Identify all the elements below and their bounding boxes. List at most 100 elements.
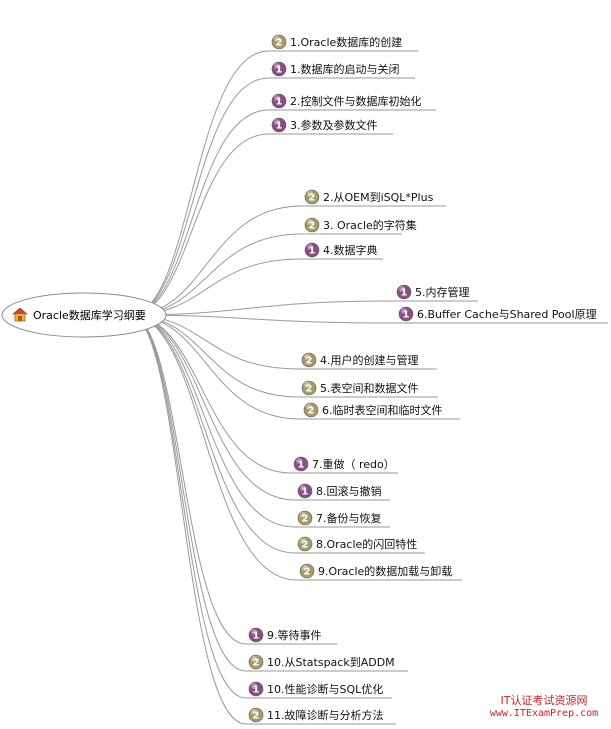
topic-label: 1.数据库的启动与关闭: [290, 62, 400, 76]
priority-number: 2: [302, 540, 309, 551]
priority-1-icon: 1: [271, 93, 287, 109]
topic-label: 11.故障诊断与分析方法: [267, 708, 384, 722]
topic-node[interactable]: 2 2.从OEM到iSQL*Plus: [304, 189, 434, 205]
priority-number: 2: [306, 384, 313, 395]
topic-node[interactable]: 1 3.参数及参数文件: [271, 117, 378, 133]
topic-node[interactable]: 2 4.用户的创建与管理: [301, 352, 419, 368]
priority-number: 2: [304, 567, 311, 578]
branch-line: [129, 314, 392, 699]
priority-1-icon: 1: [396, 284, 412, 300]
topic-label: 4.用户的创建与管理: [320, 353, 419, 367]
priority-number: 1: [298, 460, 305, 471]
watermark: IT认证考试资源网 www.ITExamPrep.com: [480, 694, 608, 720]
watermark-url: www.ITExamPrep.com: [489, 708, 599, 719]
priority-number: 1: [401, 288, 408, 299]
priority-number: 2: [309, 193, 316, 204]
topic-node[interactable]: 2 1.Oracle数据库的创建: [271, 34, 402, 50]
priority-1-icon: 1: [271, 117, 287, 133]
priority-number: 2: [276, 38, 283, 49]
topic-label: 9.等待事件: [267, 628, 322, 642]
priority-1-icon: 1: [248, 627, 264, 643]
topic-label: 10.性能诊断与SQL优化: [267, 682, 383, 696]
priority-number: 1: [253, 685, 260, 696]
topic-label: 5.内存管理: [415, 285, 470, 299]
priority-number: 1: [253, 631, 260, 642]
branch-line: [129, 314, 608, 324]
topic-node[interactable]: 2 5.表空间和数据文件: [301, 380, 419, 396]
topic-node[interactable]: 1 7.重做（ redo）: [293, 456, 395, 472]
root-node[interactable]: Oracle数据库学习纲要: [1, 292, 167, 338]
topic-label: 5.表空间和数据文件: [320, 381, 419, 395]
priority-2-icon: 2: [248, 707, 264, 723]
priority-2-icon: 2: [301, 352, 317, 368]
priority-number: 2: [302, 514, 309, 525]
priority-2-icon: 2: [303, 402, 319, 418]
priority-2-icon: 2: [297, 510, 313, 526]
branch-line: [129, 314, 408, 672]
topic-label: 10.从Statspack到ADDM: [267, 656, 395, 669]
topic-label: 2.从OEM到iSQL*Plus: [323, 191, 434, 204]
priority-number: 1: [276, 97, 283, 108]
topic-node[interactable]: 2 9.Oracle的数据加载与卸载: [299, 563, 452, 579]
priority-1-icon: 1: [271, 61, 287, 77]
topic-node[interactable]: 2 6.临时表空间和临时文件: [303, 402, 443, 418]
branch-line: [129, 314, 337, 645]
priority-1-icon: 1: [304, 242, 320, 258]
priority-number: 2: [253, 658, 260, 669]
priority-number: 2: [253, 711, 260, 722]
topic-label: 3.参数及参数文件: [290, 118, 378, 132]
priority-2-icon: 2: [304, 189, 320, 205]
topic-label: 3. Oracle的字符集: [323, 218, 417, 232]
priority-number: 1: [309, 246, 316, 257]
priority-2-icon: 2: [248, 654, 264, 670]
topic-node[interactable]: 1 10.性能诊断与SQL优化: [248, 681, 383, 697]
priority-2-icon: 2: [297, 536, 313, 552]
branch-line: [129, 50, 418, 316]
topic-node[interactable]: 1 1.数据库的启动与关闭: [271, 61, 400, 77]
priority-1-icon: 1: [398, 306, 414, 322]
topic-nodes: 2 1.Oracle数据库的创建 1 1.数据库的启动与关闭 1 2.控制文件与数据库初始…: [248, 34, 597, 723]
topic-node[interactable]: 1 5.内存管理: [396, 284, 470, 300]
branch-line: [129, 77, 415, 316]
priority-number: 2: [309, 221, 316, 232]
topic-label: 9.Oracle的数据加载与卸载: [318, 564, 452, 578]
topic-label: 4.数据字典: [323, 243, 378, 257]
topic-label: 7.重做（ redo）: [312, 457, 395, 471]
topic-label: 7.备份与恢复: [316, 511, 382, 525]
priority-2-icon: 2: [271, 34, 287, 50]
priority-2-icon: 2: [299, 563, 315, 579]
topic-node[interactable]: 1 8.回滚与撤销: [297, 483, 382, 499]
branch-line: [129, 109, 436, 316]
topic-node[interactable]: 1 4.数据字典: [304, 242, 378, 258]
topic-node[interactable]: 2 10.从Statspack到ADDM: [248, 654, 395, 670]
topic-label: 2.控制文件与数据库初始化: [290, 94, 422, 108]
topic-node[interactable]: 2 7.备份与恢复: [297, 510, 382, 526]
priority-number: 1: [302, 487, 309, 498]
root-label: Oracle数据库学习纲要: [33, 308, 146, 322]
priority-number: 1: [276, 65, 283, 76]
priority-2-icon: 2: [304, 217, 320, 233]
topic-node[interactable]: 2 3. Oracle的字符集: [304, 217, 417, 233]
topic-node[interactable]: 1 2.控制文件与数据库初始化: [271, 93, 422, 109]
priority-1-icon: 1: [293, 456, 309, 472]
topic-node[interactable]: 2 11.故障诊断与分析方法: [248, 707, 384, 723]
priority-1-icon: 1: [297, 483, 313, 499]
topic-label: 8.回滚与撤销: [316, 484, 382, 498]
branch-line: [129, 314, 462, 581]
priority-2-icon: 2: [301, 380, 317, 396]
home-icon: [11, 307, 29, 322]
topic-node[interactable]: 1 9.等待事件: [248, 627, 322, 643]
priority-number: 2: [308, 406, 315, 417]
watermark-title: IT认证考试资源网: [500, 694, 588, 707]
branch-line: [129, 314, 396, 725]
priority-number: 1: [276, 121, 283, 132]
branch-line: [129, 314, 425, 554]
priority-1-icon: 1: [248, 681, 264, 697]
topic-label: 1.Oracle数据库的创建: [290, 35, 402, 49]
topic-label: 6.临时表空间和临时文件: [322, 403, 443, 417]
branch-line: [129, 300, 478, 316]
priority-number: 2: [306, 356, 313, 367]
